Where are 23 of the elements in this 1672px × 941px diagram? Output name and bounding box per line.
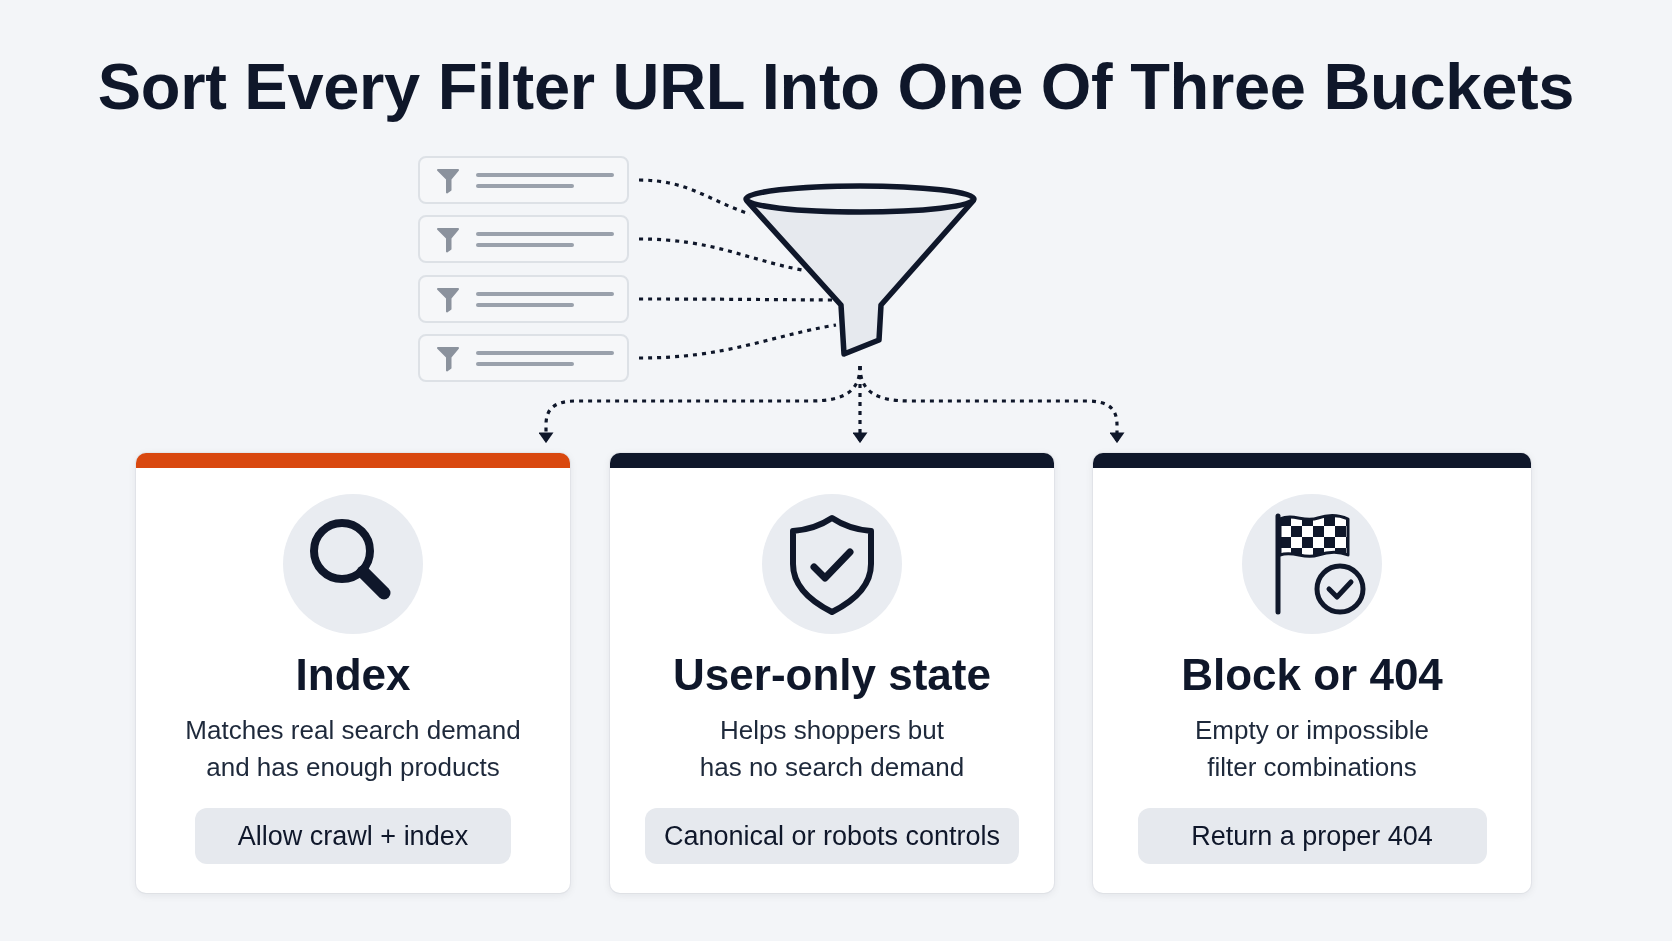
filter-item-box [418, 275, 629, 323]
card-heading: User-only state [673, 649, 991, 701]
diagram-title: Sort Every Filter URL Into One Of Three Buckets [97, 49, 1575, 125]
card-description: Matches real search demand and has enough products [184, 714, 522, 784]
dotted-connector [638, 323, 837, 360]
bucket-card [1093, 453, 1531, 893]
bucket-card [610, 453, 1054, 893]
filter-item-box [418, 334, 629, 382]
dotted-connector [638, 178, 751, 216]
action-tag: Canonical or robots controls [645, 808, 1019, 864]
dotted-connector [638, 237, 803, 272]
card-heading: Index [295, 649, 411, 701]
filter-item-box [418, 156, 629, 204]
funnel-drawing [740, 182, 980, 360]
dotted-connector [639, 297, 832, 302]
filter-item-box [418, 215, 629, 263]
card-description: Empty or impossible filter combinations [1193, 714, 1431, 784]
action-tag: Allow crawl + index [195, 808, 511, 864]
card-heading: Block or 404 [1181, 649, 1443, 701]
action-tag: Return a proper 404 [1137, 808, 1487, 864]
bucket-card [136, 453, 570, 893]
dotted-arrow [858, 365, 1125, 444]
card-description: Helps shoppers but has no search demand [699, 714, 965, 784]
